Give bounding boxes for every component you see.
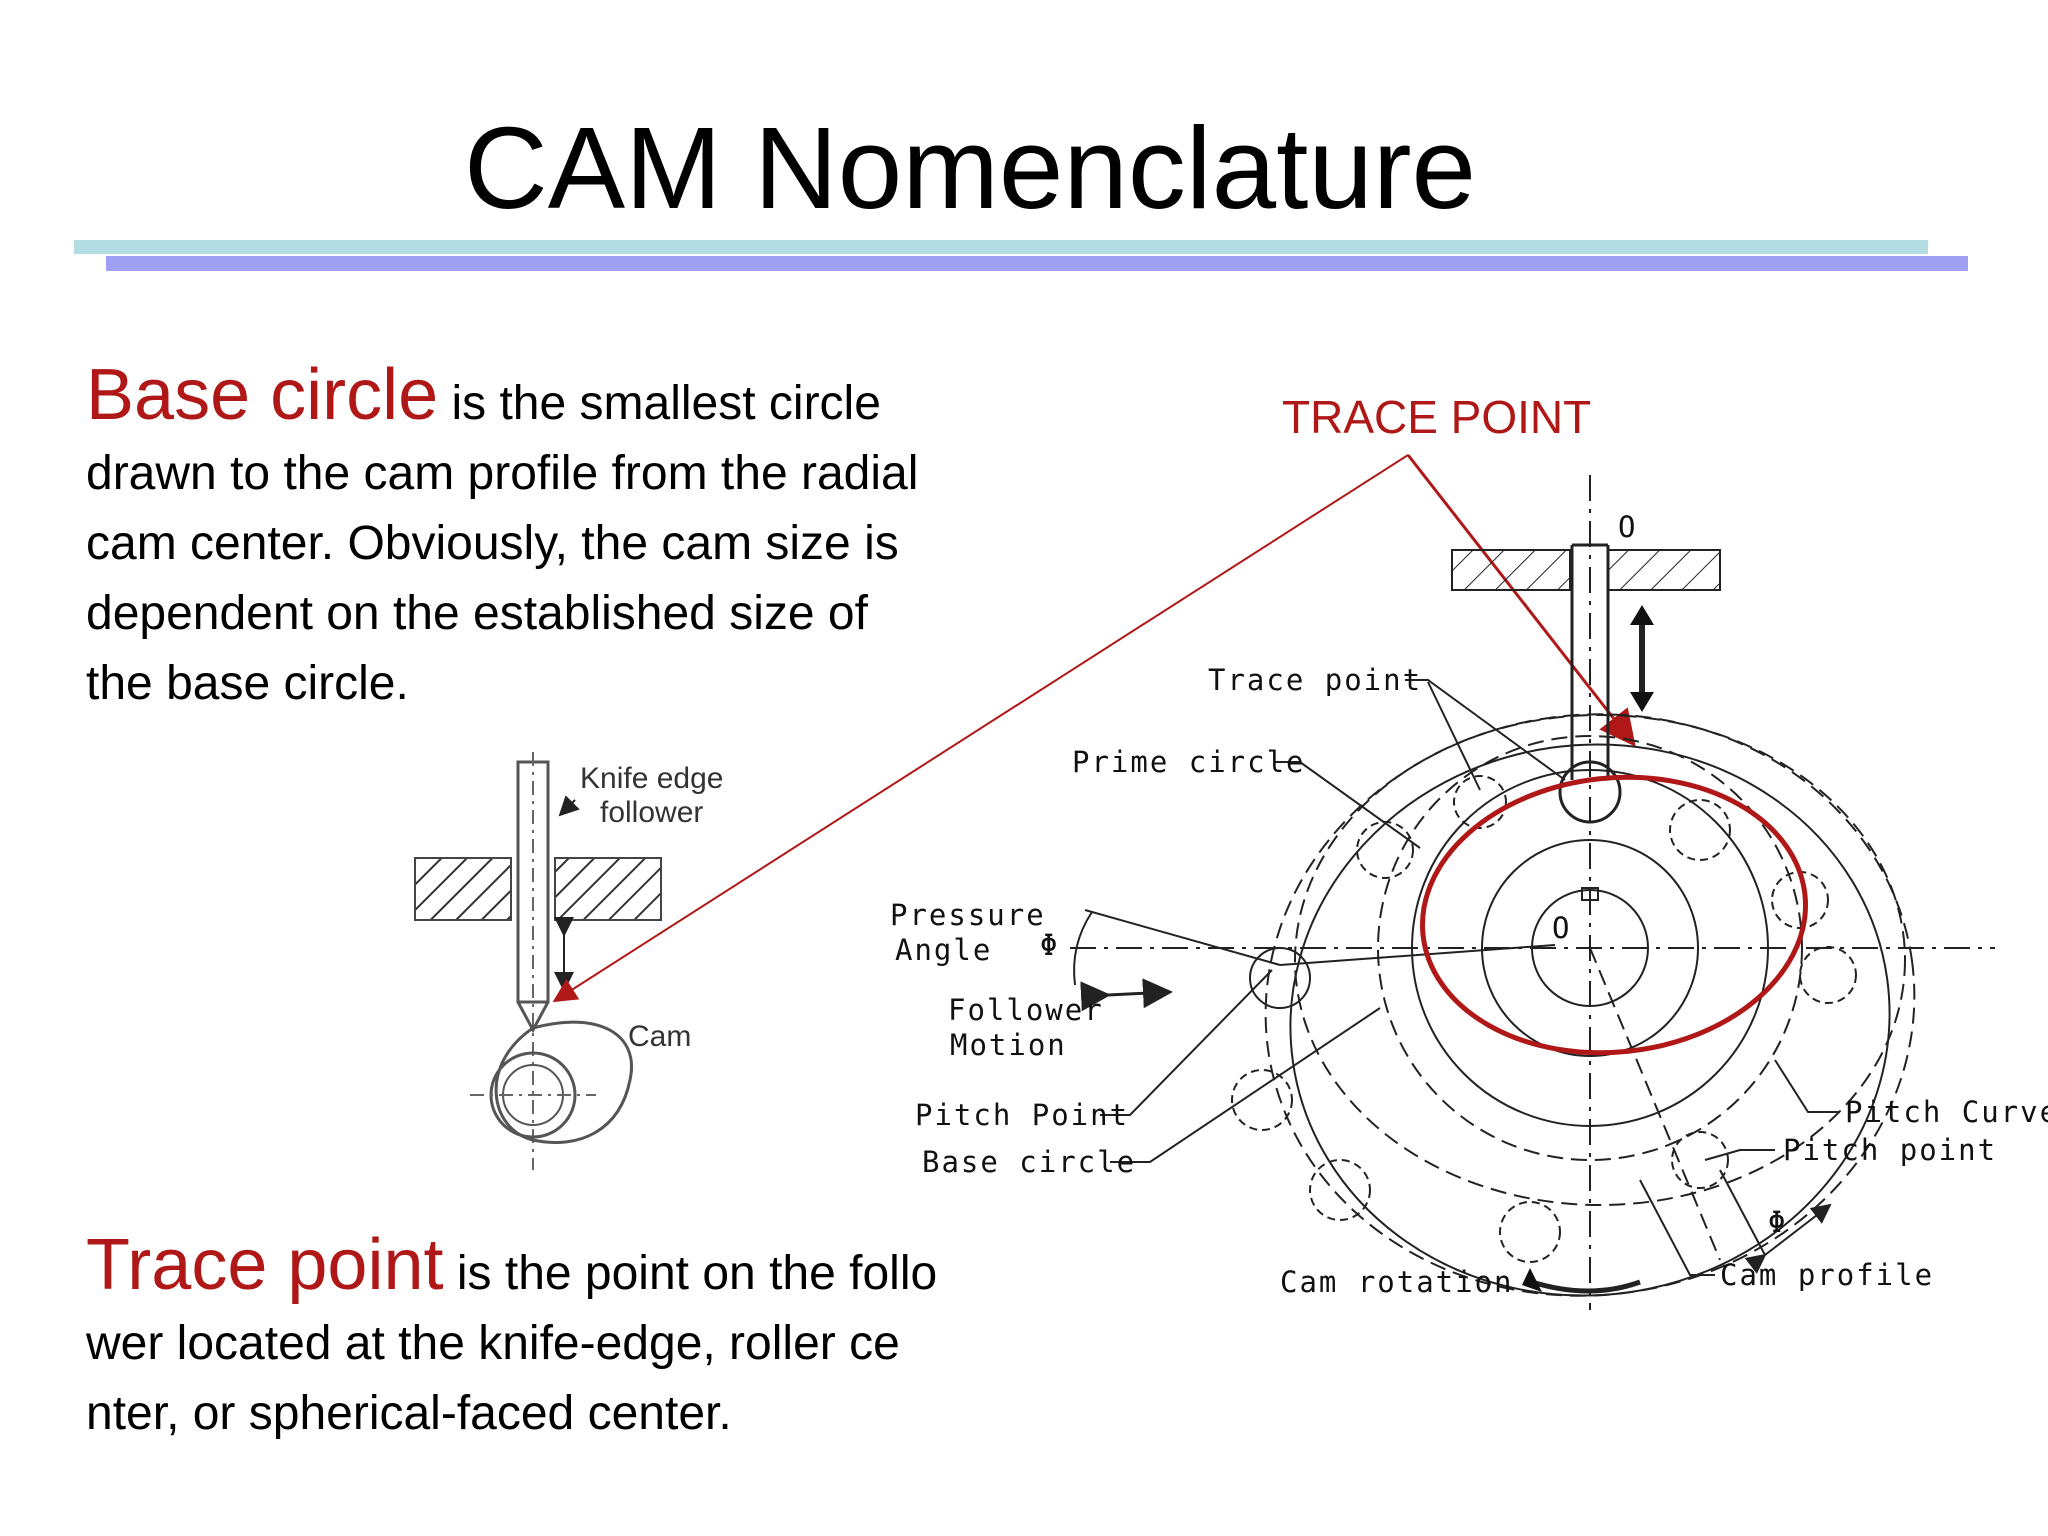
knife-edge-label-2: follower [600, 796, 703, 829]
trace-point-highlight [1420, 774, 1808, 1056]
roller-position-3 [1231, 1069, 1293, 1131]
leader-trace-point [1405, 679, 1566, 781]
roller-follower [1558, 760, 1622, 824]
radial-line [1589, 947, 1721, 1261]
para1-line-2: drawn to the cam profile from the radial [86, 447, 919, 500]
roller-position-4 [1309, 1159, 1371, 1221]
cam-profile [1289, 743, 1891, 1297]
hub-bore [1531, 889, 1649, 1007]
knife-edge-tip [516, 1001, 550, 1034]
label-cam-rotation: Cam rotation [1280, 1265, 1514, 1299]
roller-position-6 [1669, 799, 1731, 861]
roller-position-8 [1799, 946, 1857, 1004]
label-o-center: O [1552, 911, 1571, 945]
para2-line-1: is the point on the follo [443, 1247, 938, 1300]
guide-left-hatch [414, 857, 512, 921]
label-pitch-curve: Pitch Curve [1845, 1095, 2048, 1129]
para2-line-3: nter, or spherical-faced center. [86, 1387, 732, 1440]
pressure-line [1084, 909, 1281, 966]
hub-outer-circle [1481, 839, 1699, 1057]
base-circle [1377, 735, 1803, 1161]
label-motion: Motion [950, 1028, 1067, 1062]
para1-line-4: dependent on the established size of [86, 587, 868, 640]
knife-edge-label-1: Knife edge [580, 762, 723, 795]
trace-point-term: Trace point [86, 1225, 444, 1305]
label-phi-right: Φ [1768, 1205, 1787, 1239]
label-o-top: O [1618, 510, 1637, 544]
cam-rotation-arrow [1531, 1279, 1641, 1294]
roller-position-1 [1356, 821, 1414, 879]
base-circle-term: Base circle [86, 355, 439, 435]
inner-circle [1411, 769, 1769, 1127]
label-phi-left: Φ [1040, 928, 1059, 962]
main-motion-arrow-down [1630, 692, 1654, 712]
pressure-angle-arc [1073, 911, 1093, 986]
leader-pitch-curve [1774, 1059, 1840, 1113]
title-underline-bottom [106, 256, 1968, 271]
main-guide-right [1607, 549, 1721, 591]
label-pressure: Pressure [890, 898, 1046, 932]
leader-trace-point-2 [1427, 681, 1481, 791]
label-prime-circle: Prime circle [1072, 745, 1306, 779]
leader-cam-profile [1639, 1179, 1715, 1276]
para1-line-5: the base circle. [86, 657, 409, 710]
cam-rotation-arrowhead [1522, 1268, 1542, 1292]
knife-edge-diagram: Knife edge follower Cam [414, 752, 723, 1170]
knife-label-leader [558, 795, 580, 817]
main-motion-arrow-up [1630, 605, 1654, 625]
leader-base-circle [1110, 1007, 1381, 1163]
phi-line-1 [1719, 1169, 1766, 1256]
keyway [1581, 887, 1599, 901]
page-title: CAM Nomenclature [463, 103, 1477, 233]
follower-motion-small-arrow [1080, 978, 1173, 1012]
label-pitch-point-left: Pitch Point [915, 1098, 1129, 1132]
cam-nomenclature-diagram [1070, 475, 1995, 1310]
title-underline-top [74, 240, 1928, 254]
para1-line-1: is the smallest circle [438, 377, 881, 430]
phi-right-arc [1744, 1203, 1832, 1274]
small-cam-profile [494, 1020, 633, 1144]
guide-right-hatch [554, 857, 662, 921]
label-base-circle: Base circle [922, 1145, 1136, 1179]
roller-position-5 [1499, 1201, 1561, 1263]
trace-arrow-right [1406, 454, 1636, 747]
trace-point-callout: TRACE POINT [1282, 391, 1592, 443]
leader-pitch-point-right [1704, 1149, 1775, 1161]
roller-position-2 [1453, 775, 1507, 829]
para2-line-2: wer located at the knife-edge, roller ce [86, 1317, 900, 1370]
leader-prime-circle [1275, 761, 1421, 849]
para1-line-3: cam center. Obviously, the cam size is [86, 517, 899, 570]
trace-arrow-left [552, 454, 1409, 1003]
roller-pitch-point-left [1249, 947, 1311, 1009]
small-cam-label: Cam [628, 1020, 691, 1053]
label-follower: Follower [948, 993, 1104, 1027]
normal-line [1279, 944, 1556, 966]
label-pitch-point-right: Pitch point [1783, 1133, 1997, 1167]
label-angle: Angle [895, 933, 992, 967]
roller-position-9 [1671, 1131, 1729, 1189]
leader-pitch-point [1100, 969, 1273, 1116]
label-cam-profile: Cam profile [1720, 1258, 1934, 1292]
main-guide-left [1451, 549, 1571, 591]
label-trace-point: Trace point [1208, 663, 1422, 697]
